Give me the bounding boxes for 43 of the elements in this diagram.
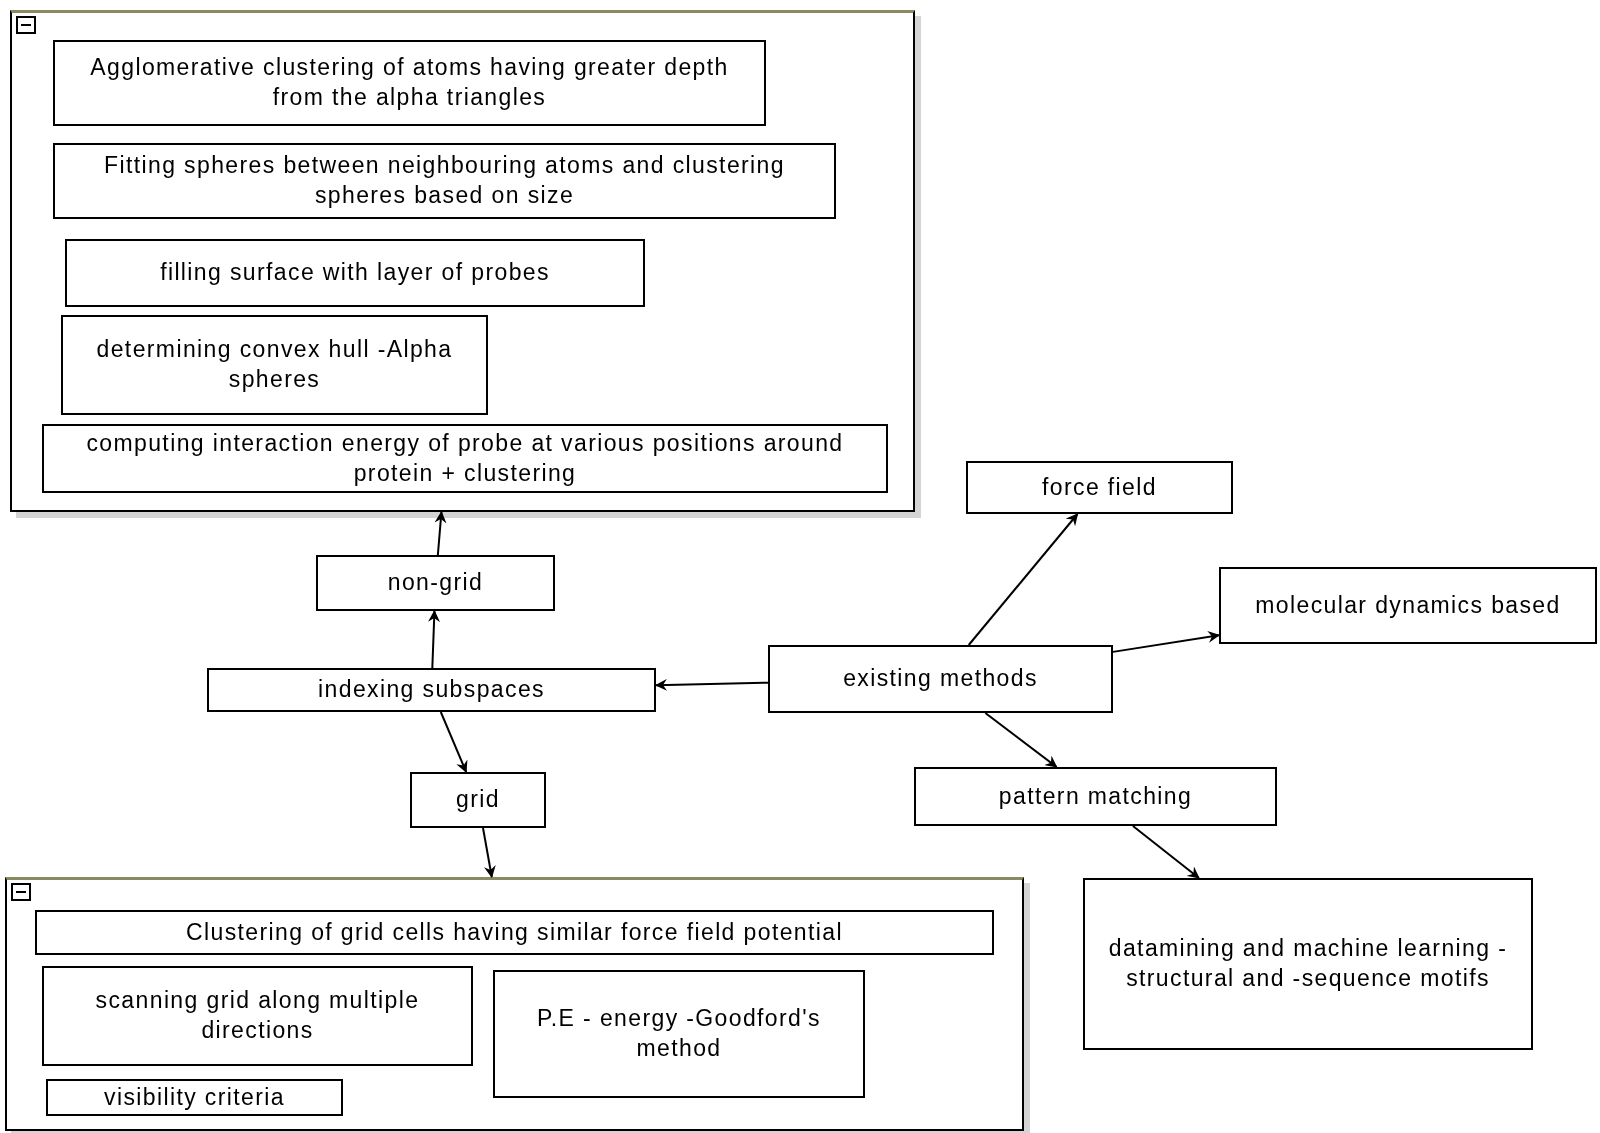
arrow xyxy=(1112,631,1220,653)
box-text: datamining and machine learning -structural and -sequence motifs xyxy=(1107,934,1509,993)
box-text: Agglomerative clustering of atoms having greater depth from the alpha triangles xyxy=(89,53,730,112)
box-text: computing interaction energy of probe at various positions around protein + clustering xyxy=(85,428,845,488)
box-text: filling surface with layer of probes xyxy=(160,258,550,288)
arrow xyxy=(428,610,441,669)
method-box xyxy=(1219,567,1597,644)
box-text: pattern matching xyxy=(998,781,1193,811)
method-box xyxy=(207,668,656,712)
arrow xyxy=(1131,825,1200,879)
method-box xyxy=(53,143,836,219)
method-box xyxy=(914,767,1277,826)
box-text: P.E - energy -Goodford's method xyxy=(536,1004,822,1063)
method-box xyxy=(966,461,1233,514)
box-text: grid xyxy=(456,785,500,815)
box-text: molecular dynamics based xyxy=(1255,590,1561,620)
box-text: scanning grid along multiple directions xyxy=(94,986,421,1045)
method-box xyxy=(65,239,645,307)
method-box xyxy=(768,645,1113,713)
box-text: Clustering of grid cells having similar force field potential xyxy=(186,917,843,947)
method-box xyxy=(42,966,473,1066)
method-box xyxy=(493,970,865,1098)
box-text: indexing subspaces xyxy=(318,675,545,705)
box-text: visibility criteria xyxy=(104,1082,285,1112)
arrow xyxy=(439,711,468,773)
box-text: non-grid xyxy=(387,568,484,598)
arrow xyxy=(655,678,769,691)
method-box xyxy=(42,424,888,493)
method-box xyxy=(35,910,994,955)
method-box xyxy=(61,315,488,415)
method-box xyxy=(53,40,766,126)
arrow xyxy=(434,511,447,556)
box-text: determining convex hull -Alpha spheres xyxy=(95,335,454,394)
method-box xyxy=(316,555,555,611)
arrow xyxy=(984,712,1058,768)
arrow xyxy=(482,827,496,878)
method-box xyxy=(410,772,546,828)
box-text: force field xyxy=(1042,472,1157,502)
box-text: existing methods xyxy=(843,664,1038,694)
method-box xyxy=(46,1079,343,1116)
arrow xyxy=(967,513,1079,646)
box-text: Fitting spheres between neighbouring atoms and clustering spheres based on size xyxy=(103,151,786,210)
method-box xyxy=(1083,878,1533,1050)
